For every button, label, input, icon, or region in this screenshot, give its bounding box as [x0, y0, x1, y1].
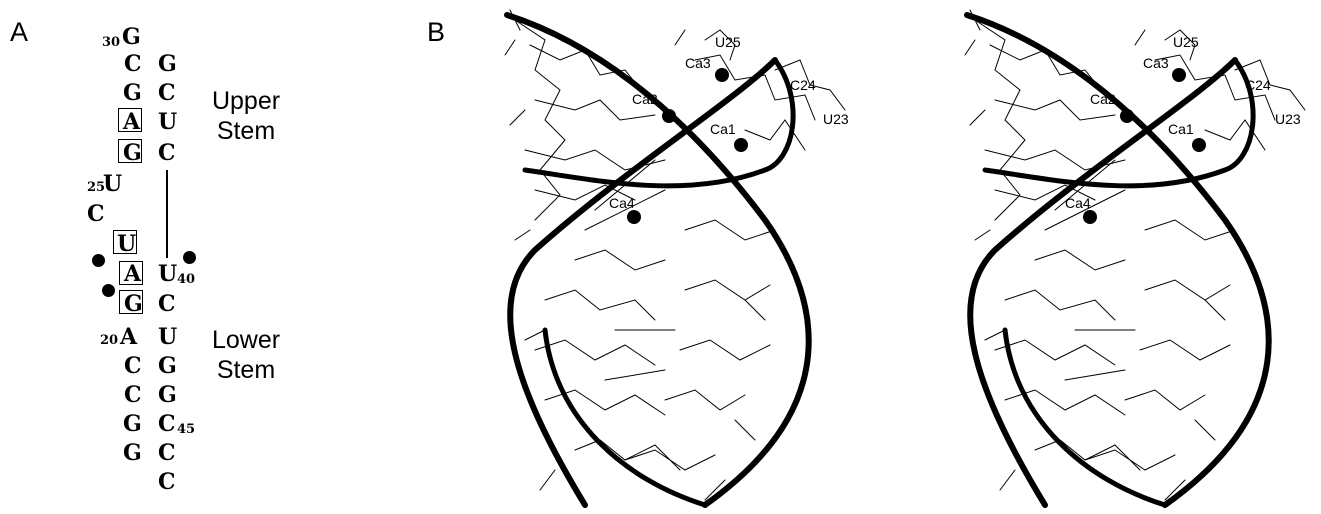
nucleotide: C [124, 384, 142, 406]
nucleotide: C [158, 413, 176, 435]
ion-label: Ca3 [1143, 55, 1169, 71]
ion-label: Ca2 [1090, 91, 1116, 107]
highlight-box [119, 261, 143, 285]
panel-a-label: A [10, 17, 28, 48]
nucleotide: U [103, 173, 122, 195]
nucleotide: C [124, 53, 142, 75]
nucleotide: G [123, 442, 142, 464]
ion-ca1 [1192, 138, 1206, 152]
index-label: 45 [177, 423, 195, 436]
nucleotide: C [158, 82, 176, 104]
ion-ca2 [662, 109, 676, 123]
ion-dot [102, 284, 115, 297]
residue-label: U25 [1173, 34, 1199, 50]
nucleotide: C [158, 442, 176, 464]
nucleotide: A [120, 326, 137, 348]
nucleotide: C [87, 203, 105, 225]
highlight-box [118, 139, 142, 163]
nucleotide: U [158, 111, 177, 133]
nucleotide: G [123, 82, 142, 104]
helix-view-right: Ca2 Ca1 Ca3 Ca4 U25 C24 U23 [965, 0, 1321, 514]
residue-label: C24 [1245, 77, 1271, 93]
ion-label: Ca4 [609, 195, 635, 211]
index-label: 30 [102, 36, 120, 49]
lower-stem-label: Lower Stem [196, 325, 296, 385]
highlight-box [113, 230, 137, 254]
nucleotide: U [158, 326, 177, 348]
panel-b-label: B [427, 17, 445, 48]
ion-dot [183, 251, 196, 264]
residue-label: U23 [823, 111, 849, 127]
residue-label: U23 [1275, 111, 1301, 127]
ion-label: Ca1 [710, 121, 736, 137]
ion-ca4 [1083, 210, 1097, 224]
nucleotide: C [158, 293, 176, 315]
nucleotide: G [158, 355, 177, 377]
helix-view-left: Ca2 Ca1 Ca3 Ca4 U25 C24 U23 [505, 0, 885, 514]
nucleotide: U [158, 263, 177, 285]
ion-ca3 [715, 68, 729, 82]
ion-dot [92, 254, 105, 267]
ion-ca3 [1172, 68, 1186, 82]
highlight-box [119, 290, 143, 314]
ion-label: Ca2 [632, 91, 658, 107]
ion-label: Ca4 [1065, 195, 1091, 211]
ion-ca1 [734, 138, 748, 152]
upper-stem-label: Upper Stem [196, 86, 296, 146]
residue-label: U25 [715, 34, 741, 50]
nucleotide: C [158, 471, 176, 493]
nucleotide: G [122, 26, 141, 48]
ion-label: Ca1 [1168, 121, 1194, 137]
nucleotide: C [158, 142, 176, 164]
nucleotide: G [123, 413, 142, 435]
nucleotide: G [158, 53, 177, 75]
nucleotide: G [158, 384, 177, 406]
residue-label: C24 [790, 77, 816, 93]
ion-ca4 [627, 210, 641, 224]
ion-ca2 [1120, 109, 1134, 123]
ion-label: Ca3 [685, 55, 711, 71]
nucleotide: C [124, 355, 142, 377]
highlight-box [118, 108, 142, 132]
index-label: 40 [177, 273, 195, 286]
backbone-line [166, 170, 168, 258]
index-label: 20 [100, 334, 118, 347]
